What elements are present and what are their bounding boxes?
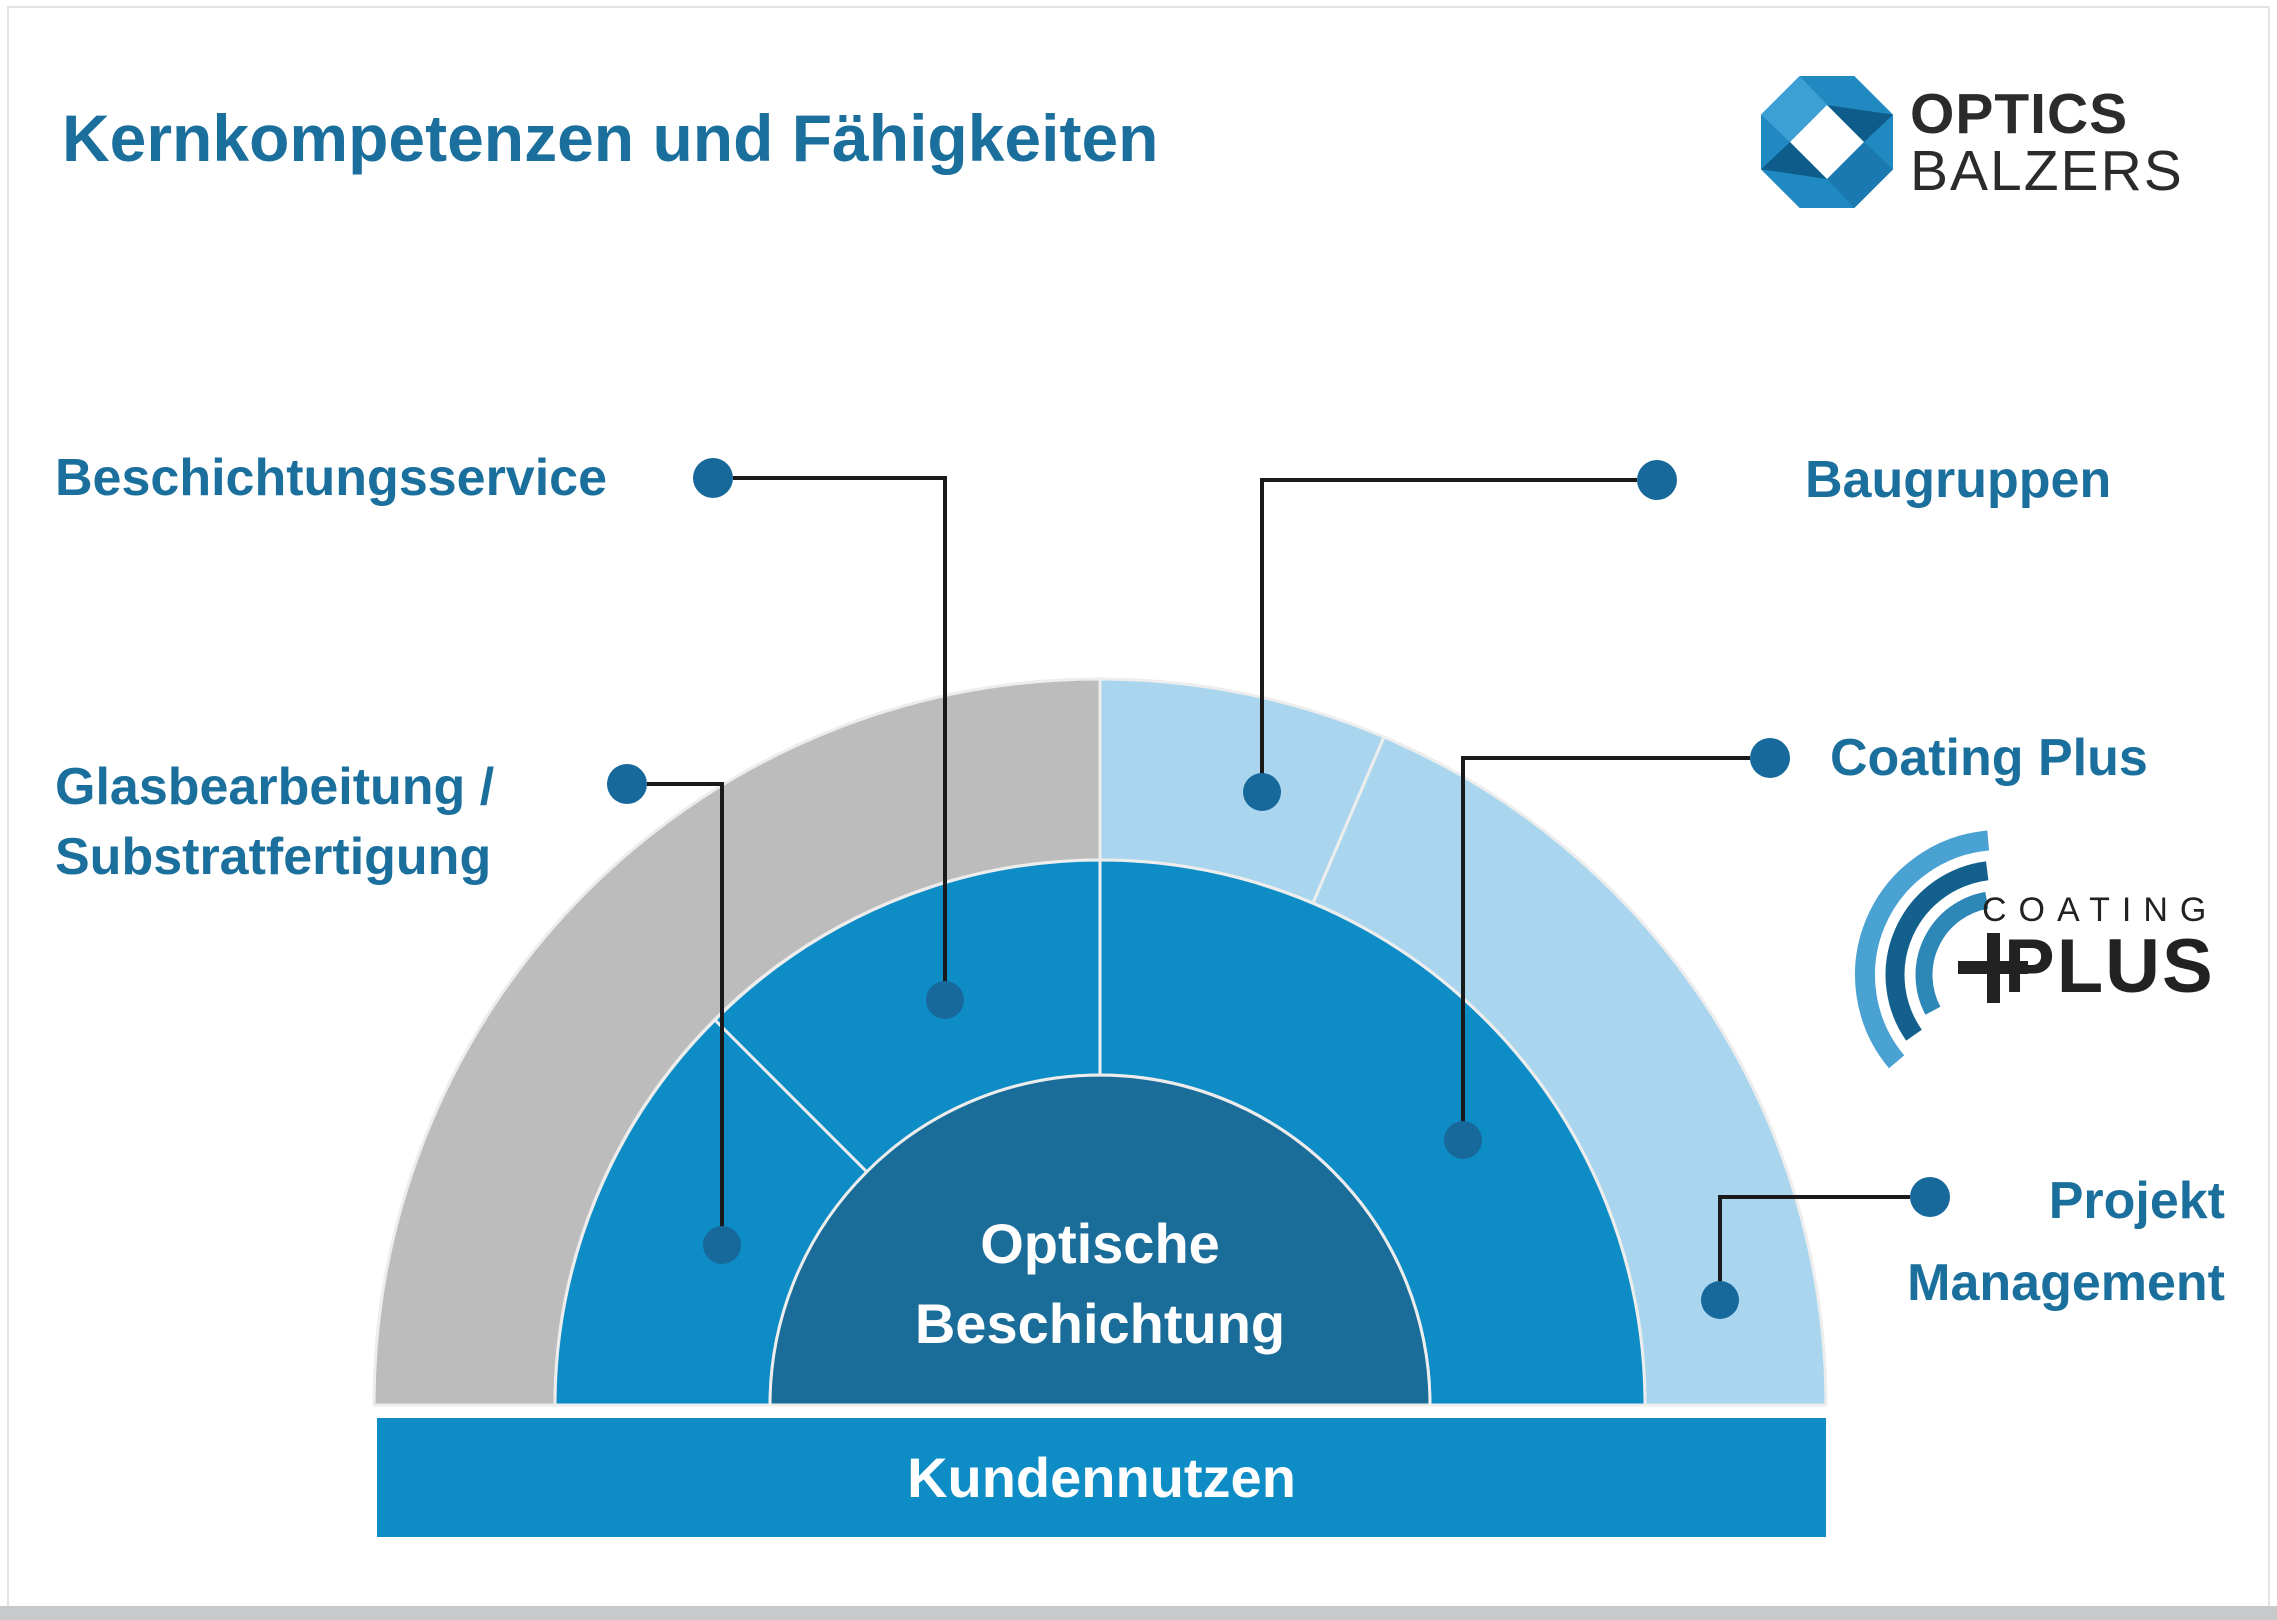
projekt-management-target-dot xyxy=(1701,1281,1739,1319)
coating-arc-inner xyxy=(1915,891,1989,1015)
callout-projekt-line1: Projekt xyxy=(2048,1172,2225,1230)
logo-diamond-hole xyxy=(1790,105,1864,179)
dome-label-line1: Optische xyxy=(980,1212,1220,1275)
page-title: Kernkompetenzen und Fähigkeiten xyxy=(62,101,1159,175)
connector-coating-plus xyxy=(1461,756,1750,1140)
coating-plus-word-coating: COATING xyxy=(1982,891,2219,929)
beschichtungsservice-target-dot xyxy=(926,981,964,1019)
logo-facet-dark-top xyxy=(1827,105,1893,142)
logo-facet-medium xyxy=(1827,142,1893,208)
dome-center-label: Optische Beschichtung xyxy=(850,1204,1350,1364)
connector-projekt-management xyxy=(1718,1195,1910,1300)
callout-coating-plus: Coating Plus xyxy=(1830,729,2148,787)
connector-glasbearbeitung xyxy=(647,782,724,1245)
dome-label-line2: Beschichtung xyxy=(914,1292,1286,1355)
coating-arc-outer xyxy=(1854,830,1990,1069)
glasbearbeitung-label-dot xyxy=(607,764,647,804)
baugruppen-label-dot xyxy=(1637,460,1677,500)
connector-beschichtungsservice xyxy=(733,476,947,1000)
optics-balzers-logo-icon xyxy=(1761,76,1893,208)
logo-word-optics: OPTICS xyxy=(1910,82,2129,146)
kundennutzen-bar-label: Kundennutzen xyxy=(907,1446,1296,1509)
coating-plus-arcs-icon xyxy=(1854,830,2028,1069)
kundennutzen-bar xyxy=(377,1418,1826,1537)
baugruppen-target-dot xyxy=(1243,773,1281,811)
logo-word-balzers: BALZERS xyxy=(1910,139,2184,203)
coating-plus-word-plus: PLUS xyxy=(2004,924,2215,1009)
logo-facet-light xyxy=(1761,76,1827,142)
coating-arc-middle xyxy=(1885,861,1989,1041)
beschichtungsservice-label-dot xyxy=(693,458,733,498)
callout-beschichtungsservice: Beschichtungsservice xyxy=(55,449,608,507)
callout-glasbearbeitung-line2: Substratfertigung xyxy=(55,828,492,886)
logo-facet-dark-bottom xyxy=(1761,142,1827,179)
coating-plus-logo: COATING PLUS xyxy=(1790,795,2220,1075)
inner-dome-optische-beschichtung xyxy=(768,1073,1432,1407)
plus-icon-vertical-bar xyxy=(1987,933,2000,1003)
optics-balzers-wordmark: OPTICS BALZERS xyxy=(1910,86,2184,200)
coating-plus-label-dot xyxy=(1750,738,1790,778)
coating-plus-target-dot xyxy=(1444,1121,1482,1159)
slide-bottom-edge xyxy=(0,1606,2277,1620)
callout-baugruppen: Baugruppen xyxy=(1805,451,2112,509)
projekt-management-label-dot xyxy=(1910,1177,1950,1217)
connector-baugruppen xyxy=(1260,478,1637,792)
callout-projekt-management: Projekt Management xyxy=(1907,1160,2225,1324)
callout-glasbearbeitung-line1: Glasbearbeitung / xyxy=(55,758,495,816)
callout-projekt-line2: Management xyxy=(1907,1254,2225,1312)
callout-glasbearbeitung: Glasbearbeitung / Substratfertigung xyxy=(55,752,494,892)
glasbearbeitung-target-dot xyxy=(703,1226,741,1264)
